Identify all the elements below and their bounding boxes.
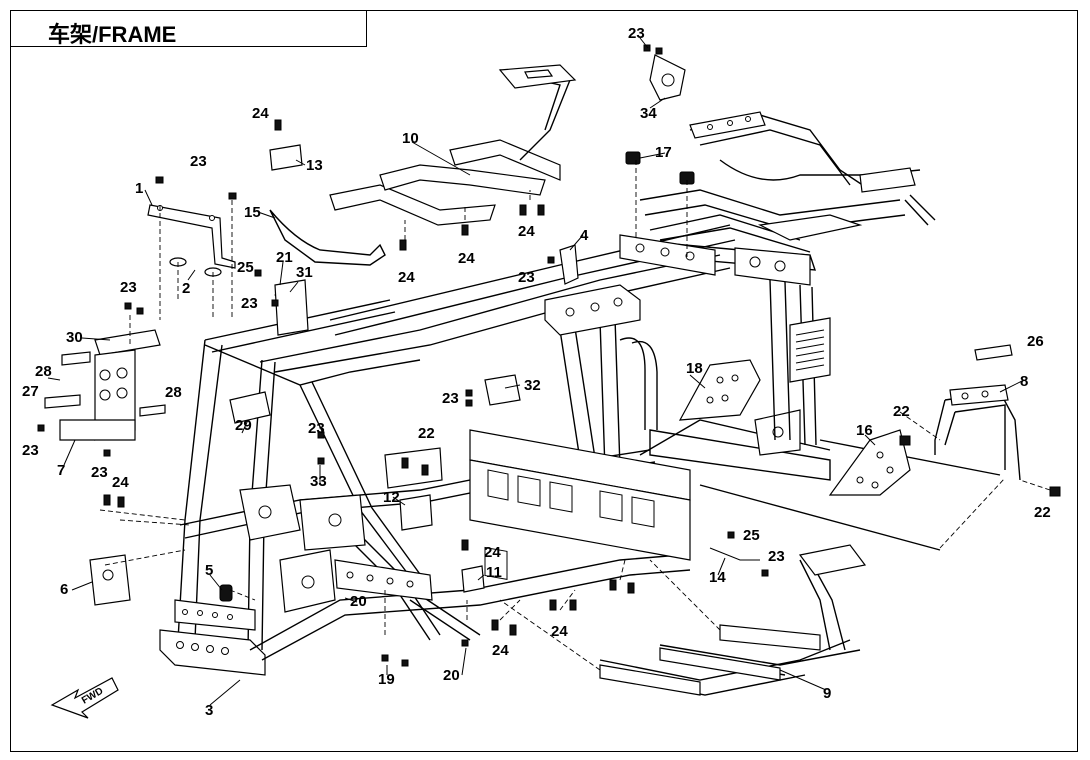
callout-23g: 23 (308, 420, 325, 437)
callout-28a: 28 (35, 363, 52, 380)
part-22-bracket (384, 447, 443, 489)
callout-23c: 23 (120, 279, 137, 296)
title-box: 车架/FRAME (10, 10, 367, 47)
part-28-pad-b (139, 404, 166, 417)
callout-24e: 24 (518, 223, 535, 240)
callout-23h: 23 (22, 442, 39, 459)
callout-23j: 23 (768, 548, 785, 565)
callout-9: 9 (823, 685, 831, 702)
callout-12: 12 (383, 489, 400, 506)
callout-6: 6 (60, 581, 68, 598)
callout-25b: 25 (743, 527, 760, 544)
callout-5: 5 (205, 562, 213, 579)
callout-34: 34 (640, 105, 657, 122)
diagram-border (10, 10, 1078, 752)
part-26-pad (974, 344, 1013, 361)
mid-beam-windows (484, 469, 655, 580)
callout-23i: 23 (91, 464, 108, 481)
callout-18: 18 (686, 360, 703, 377)
callout-20a: 20 (443, 667, 460, 684)
callout-29: 29 (235, 417, 252, 434)
callout-7: 7 (57, 462, 65, 479)
callout-24f: 24 (484, 544, 501, 561)
callout-19: 19 (378, 671, 395, 688)
callout-15: 15 (244, 204, 261, 221)
diagram-title: 车架/FRAME (48, 22, 177, 47)
part-28-pad-a (61, 351, 91, 366)
callout-24d: 24 (458, 250, 475, 267)
callout-1: 1 (135, 180, 143, 197)
part-9-bottom-rails (599, 544, 867, 696)
callout-21: 21 (276, 249, 293, 266)
fasteners (37, 44, 1061, 667)
callout-22a: 22 (893, 403, 910, 420)
part-11-bracket (461, 565, 485, 593)
part-31-plate (274, 279, 309, 336)
callout-2: 2 (182, 280, 190, 297)
callout-30: 30 (66, 329, 83, 346)
callout-27: 27 (22, 383, 39, 400)
callout-10: 10 (402, 130, 419, 147)
callout-23b: 23 (190, 153, 207, 170)
callout-3: 3 (205, 702, 213, 719)
part-5-bushing (219, 584, 233, 602)
main-frame (159, 224, 736, 676)
callout-13: 13 (306, 157, 323, 174)
exploded-leader-lines (99, 160, 1051, 671)
callout-4: 4 (580, 227, 589, 244)
callout-32: 32 (524, 377, 541, 394)
callout-23a: 23 (628, 25, 645, 42)
callout-25a: 25 (237, 259, 254, 276)
part-1-bracket (147, 204, 236, 269)
callout-11: 11 (486, 564, 502, 581)
part-7-30-skid-guard (59, 329, 161, 441)
callout-23e: 23 (518, 269, 535, 286)
callout-20b: 20 (350, 593, 367, 610)
part-15-strap (269, 209, 386, 266)
callout-23d: 23 (241, 295, 258, 312)
part-12-bracket (399, 494, 433, 531)
callout-31: 31 (296, 264, 313, 281)
rear-frame (619, 111, 936, 446)
mid-frame (469, 284, 1001, 580)
callout-22b: 22 (418, 425, 435, 442)
callout-24a: 24 (252, 105, 269, 122)
part-29-bracket (229, 391, 271, 424)
part-18-footrest (678, 359, 761, 421)
callout-14: 14 (709, 569, 726, 586)
callout-17: 17 (655, 144, 672, 161)
forward-arrow-icon: FWD (50, 677, 119, 719)
callout-24c: 24 (398, 269, 415, 286)
part-8-grab-handle (934, 384, 1021, 481)
part-14-link (709, 547, 760, 561)
part-16-footrest (828, 429, 911, 496)
part-32-bracket (484, 374, 521, 406)
callout-28b: 28 (165, 384, 182, 401)
callout-33: 33 (310, 473, 327, 490)
callout-22c: 22 (1034, 504, 1051, 521)
callout-8: 8 (1020, 373, 1028, 390)
callout-16: 16 (856, 422, 873, 439)
callout-labels: 1 2 3 4 5 6 7 8 9 10 11 12 13 14 15 16 1… (22, 25, 1051, 719)
part-13-block (269, 144, 303, 171)
callout-26: 26 (1027, 333, 1044, 350)
part-27-pad (44, 394, 81, 409)
callout-leader-lines (47, 37, 1025, 706)
callout-23f: 23 (442, 390, 459, 407)
part-10-rack-brackets (329, 64, 577, 226)
callout-24b: 24 (112, 474, 129, 491)
part-4-bracket (559, 244, 579, 285)
callout-24g: 24 (492, 642, 509, 659)
callout-24h: 24 (551, 623, 568, 640)
front-bumper-holes (176, 609, 233, 655)
